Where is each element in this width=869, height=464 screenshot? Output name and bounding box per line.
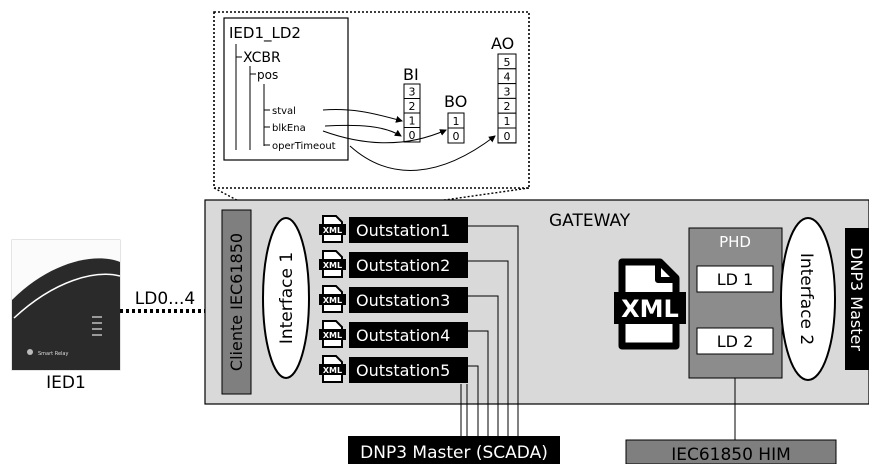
outstation-1: XML Outstation1 — [319, 215, 468, 243]
tree-stval-label: stval — [272, 106, 296, 117]
ao-cell-value: 1 — [504, 115, 511, 128]
ao-cell-value: 4 — [504, 71, 511, 84]
bo-register: BO 1 0 — [444, 92, 467, 144]
xml-small-icon-label: XML — [323, 366, 342, 375]
xml-small-icon: XML — [319, 285, 346, 313]
arrow-stval-bi — [322, 109, 403, 123]
outstation-5: XML Outstation5 — [319, 355, 468, 383]
phd-block: PHD LD 1 LD 2 — [688, 227, 783, 379]
xml-small-icon: XML — [319, 215, 346, 243]
outstation-3: XML Outstation3 — [319, 285, 468, 313]
tree-pos-label: pos — [257, 68, 278, 82]
bi-register: BI 32 10 — [403, 65, 421, 143]
ied1-device: Smart Relay — [11, 239, 121, 371]
bi-cell-value: 1 — [409, 115, 416, 128]
ao-cell-value: 3 — [504, 85, 511, 98]
bi-cell-value: 3 — [409, 86, 416, 99]
dnp3-master-side: DNP3 Master — [845, 228, 869, 370]
tree-opertimeout-label: operTimeout — [272, 141, 336, 152]
ao-cell-value: 0 — [504, 130, 511, 143]
tree-blkena-label: blkEna — [272, 123, 306, 134]
outstation-label: Outstation5 — [356, 361, 450, 380]
arrow-blkena-bi — [324, 124, 402, 137]
iec61850-him-label: IEC61850 HIM — [671, 445, 791, 464]
bi-cell — [403, 127, 421, 143]
tree-root-label: IED1_LD2 — [229, 24, 301, 43]
client-iec61850-bar: Cliente IEC61850 — [221, 209, 252, 395]
phd-ld1-label: LD 1 — [717, 270, 754, 289]
bo-title: BO — [444, 92, 467, 111]
dnp3-master-side-label: DNP3 Master — [847, 247, 866, 351]
dnp3-master-scada: DNP3 Master (SCADA) — [348, 436, 560, 464]
dnp3-master-scada-label: DNP3 Master (SCADA) — [360, 443, 548, 463]
mapping-arrows — [322, 109, 496, 171]
xml-small-icon: XML — [319, 250, 346, 278]
bi-title: BI — [403, 65, 419, 84]
ao-cell-value: 2 — [504, 100, 511, 113]
detail-popup: IED1_LD2 XCBR pos stval blkEna operTimeo… — [213, 11, 530, 226]
xml-small-icon-label: XML — [323, 226, 342, 235]
phd-ld2-label: LD 2 — [717, 332, 754, 351]
outstation-label: Outstation2 — [356, 256, 450, 275]
interface-2-label: Interface 2 — [796, 253, 816, 345]
bo-cell-value: 1 — [453, 115, 460, 128]
client-iec61850-label: Cliente IEC61850 — [227, 233, 246, 371]
bi-cell-value: 0 — [409, 129, 416, 142]
outstation-label: Outstation4 — [356, 326, 450, 345]
arrow-opertimeout-ao — [349, 135, 496, 171]
xml-icon-label: XML — [621, 295, 679, 323]
outstation-label: Outstation3 — [356, 291, 450, 310]
ao-cell-value: 5 — [504, 56, 511, 69]
outstation-4: XML Outstation4 — [319, 320, 468, 348]
gateway-title: GATEWAY — [549, 211, 631, 231]
interface-2: Interface 2 — [780, 217, 836, 381]
interface-1: Interface 1 — [262, 217, 310, 379]
ied-link-label: LD0...4 — [135, 289, 195, 309]
interface-1-label: Interface 1 — [277, 252, 297, 344]
phd-title: PHD — [719, 233, 751, 251]
iec61850-him: IEC61850 HIM — [625, 439, 837, 464]
xml-file-icon: XML — [614, 258, 686, 350]
ied1-label: IED1 — [46, 373, 86, 393]
ao-title: AO — [491, 34, 514, 53]
outstation-wires — [460, 225, 519, 436]
ied1-device-text: Smart Relay — [38, 351, 68, 357]
ied1-brand-icon — [27, 349, 33, 355]
xml-small-icon-label: XML — [323, 261, 342, 270]
bo-cell — [447, 127, 465, 144]
xml-small-icon: XML — [319, 320, 346, 348]
tree-xcbr-label: XCBR — [243, 50, 281, 66]
bi-cell-value: 2 — [409, 100, 416, 113]
bo-cell-value: 0 — [453, 130, 460, 143]
arrow-blkena-bo — [322, 129, 447, 144]
ld-tree: IED1_LD2 XCBR pos stval blkEna operTimeo… — [223, 17, 349, 161]
ao-register: AO 5 43 2 1 0 — [491, 34, 517, 144]
ao-cell — [497, 127, 517, 144]
xml-small-icon-label: XML — [323, 296, 342, 305]
xml-small-icon: XML — [319, 355, 346, 383]
outstation-label: Outstation1 — [356, 221, 450, 240]
outstation-2: XML Outstation2 — [319, 250, 468, 278]
xml-small-icon-label: XML — [323, 331, 342, 340]
